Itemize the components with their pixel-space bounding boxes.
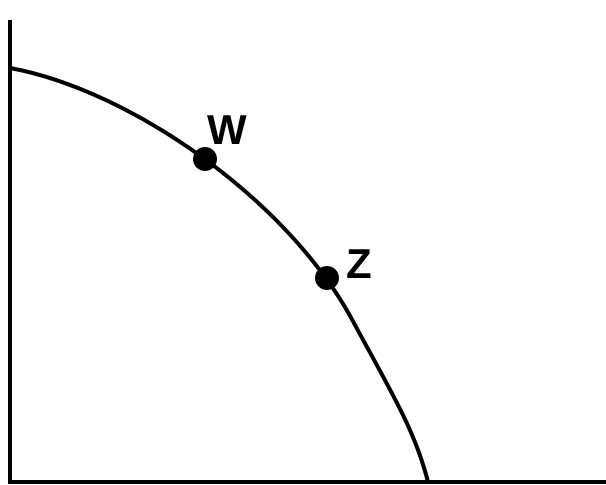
point-w-dot — [193, 147, 217, 171]
point-w-label: W — [207, 106, 247, 153]
point-z-dot — [315, 266, 339, 290]
point-z-label: Z — [346, 240, 372, 287]
